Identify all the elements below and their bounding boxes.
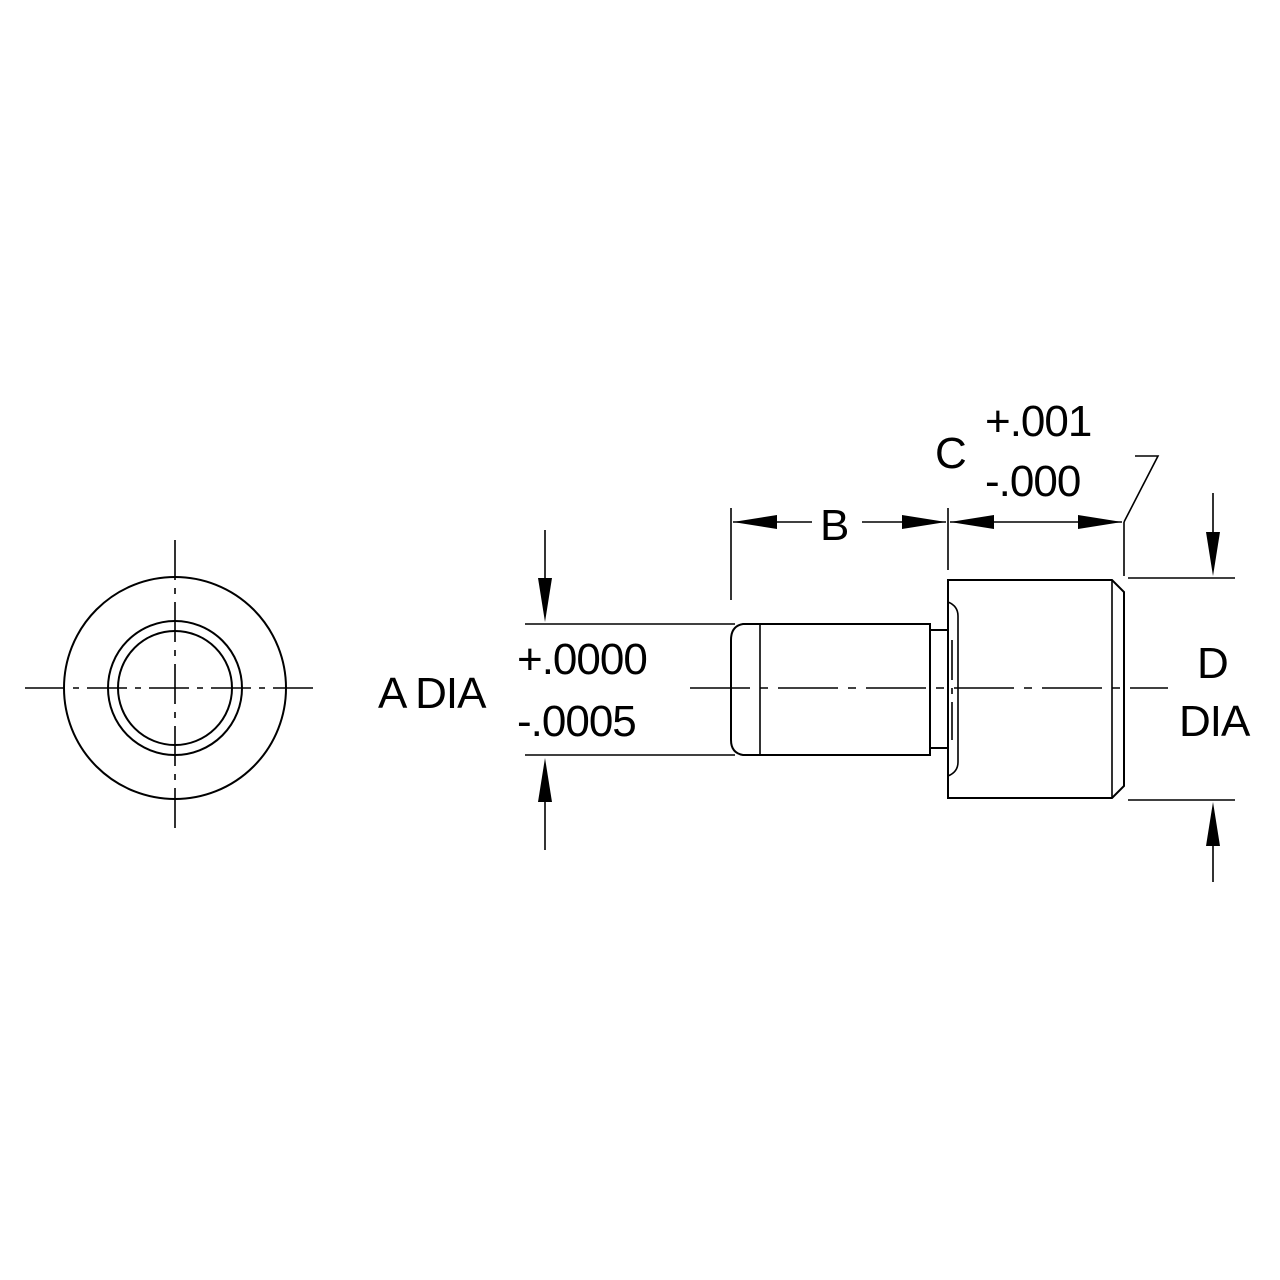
a-arrow-bottom <box>538 758 552 802</box>
d-label: D <box>1197 639 1228 688</box>
d-dia-label: DIA <box>1179 697 1251 746</box>
a-tol-plus: +.0000 <box>517 635 647 684</box>
a-tol-minus: -.0005 <box>517 697 636 746</box>
c-leader <box>1123 455 1160 523</box>
a-arrow-top <box>538 578 552 622</box>
b-arrow-left <box>733 515 777 529</box>
side-view <box>690 579 1168 799</box>
head-relief <box>947 601 959 777</box>
c-arrow-left <box>950 515 994 529</box>
dimension-c: C +.001 -.000 <box>935 397 1160 576</box>
c-arrow-right <box>1078 515 1122 529</box>
dimension-a: A DIA +.0000 -.0005 <box>378 530 735 850</box>
d-arrow-bottom <box>1206 802 1220 846</box>
dimension-b: B <box>730 501 949 600</box>
c-label: C <box>935 429 966 478</box>
c-tol-minus: -.000 <box>985 457 1080 506</box>
end-view <box>25 540 318 835</box>
neck-outline <box>930 629 948 749</box>
a-dia-label: A DIA <box>378 669 487 718</box>
head-outline <box>947 579 1125 799</box>
shank-outline <box>730 623 931 756</box>
b-arrow-right <box>902 515 946 529</box>
dimension-d: D DIA <box>1128 493 1252 882</box>
b-label: B <box>820 501 848 550</box>
c-tol-plus: +.001 <box>985 397 1091 446</box>
d-arrow-top <box>1206 532 1220 576</box>
